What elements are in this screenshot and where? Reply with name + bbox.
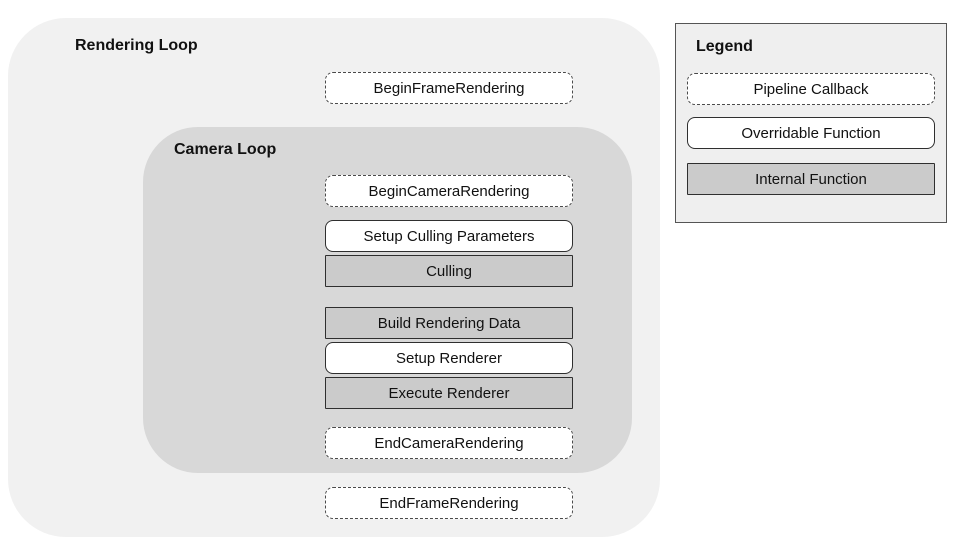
node-end-camera-rendering: EndCameraRendering xyxy=(325,427,573,459)
legend-item-pipeline-callback: Pipeline Callback xyxy=(687,73,935,105)
camera-loop-label: Camera Loop xyxy=(174,141,277,158)
rendering-loop-label: Rendering Loop xyxy=(75,37,198,54)
node-execute-renderer: Execute Renderer xyxy=(325,377,573,409)
legend-panel: Legend Pipeline Callback Overridable Fun… xyxy=(675,23,947,223)
legend-title: Legend xyxy=(696,38,753,55)
node-begin-camera-rendering: BeginCameraRendering xyxy=(325,175,573,207)
node-build-rendering-data: Build Rendering Data xyxy=(325,307,573,339)
node-setup-renderer: Setup Renderer xyxy=(325,342,573,374)
node-culling: Culling xyxy=(325,255,573,287)
node-end-frame-rendering: EndFrameRendering xyxy=(325,487,573,519)
legend-item-internal-function: Internal Function xyxy=(687,163,935,195)
legend-item-overridable-function: Overridable Function xyxy=(687,117,935,149)
node-begin-frame-rendering: BeginFrameRendering xyxy=(325,72,573,104)
node-setup-culling-parameters: Setup Culling Parameters xyxy=(325,220,573,252)
